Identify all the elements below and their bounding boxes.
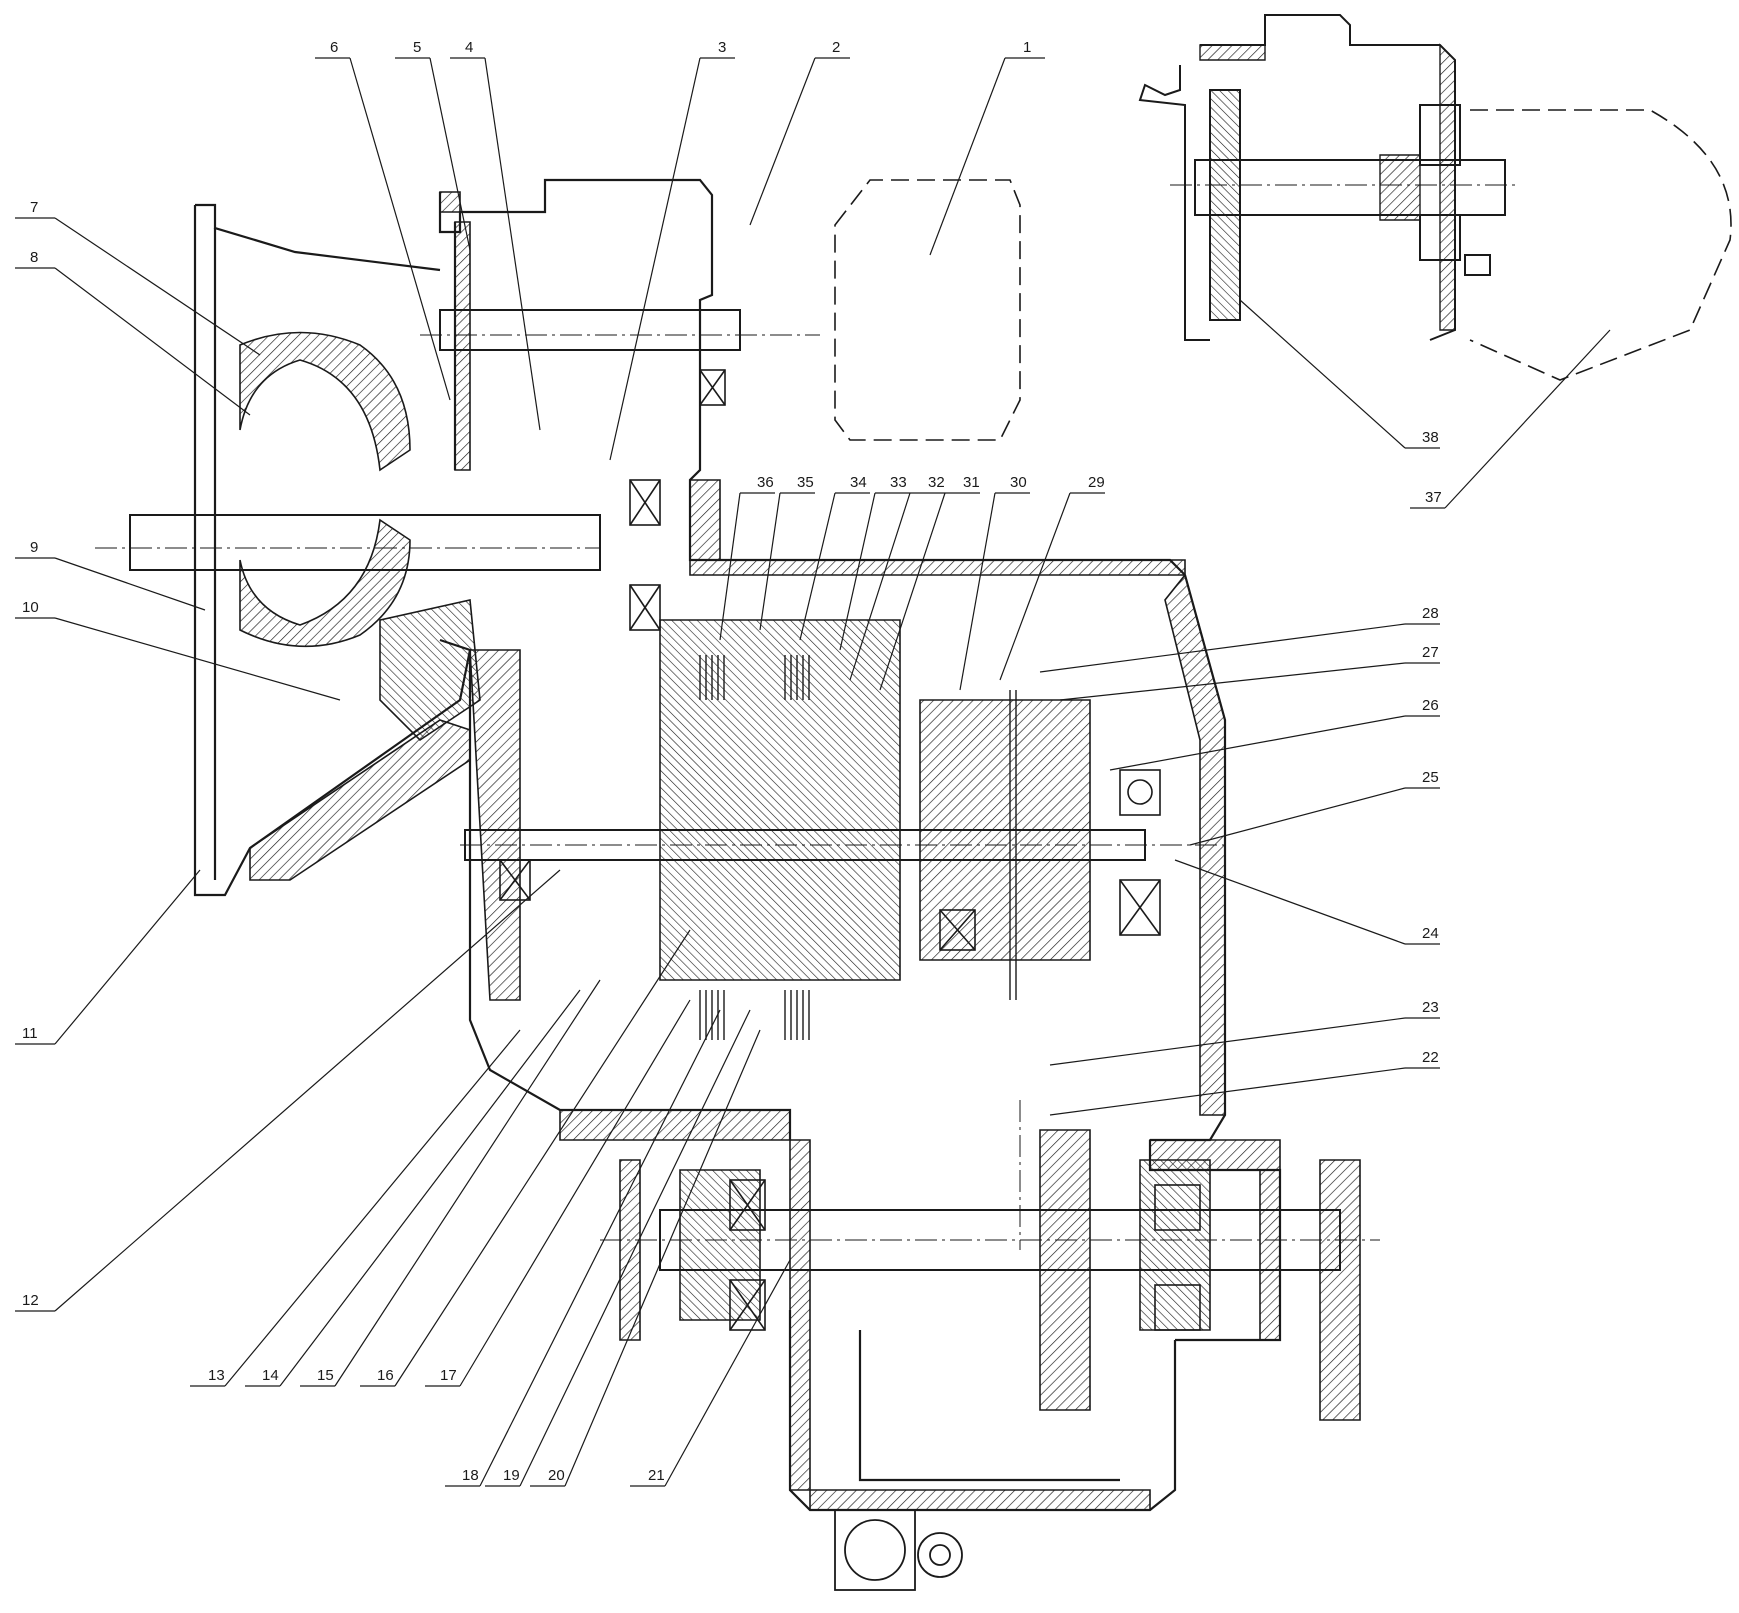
callout-leader-lines: [15, 57, 1611, 1487]
callout-label-2: 2: [832, 39, 840, 56]
callout-label-31: 31: [963, 474, 980, 491]
callout-leader-15: [334, 979, 601, 1387]
callout-label-24: 24: [1422, 925, 1439, 942]
drain-plug: [834, 1509, 963, 1591]
callout-leader-20: [564, 1029, 761, 1487]
callout-leader-24: [1174, 859, 1406, 945]
callout-leader-8: [54, 267, 251, 416]
callout-leader-27: [1059, 662, 1406, 701]
callout-label-34: 34: [850, 474, 867, 491]
callout-label-10: 10: [22, 599, 39, 616]
callout-leader-34: [799, 492, 836, 641]
callout-label-5: 5: [413, 39, 421, 56]
callout-leader-2: [749, 57, 816, 226]
callout-label-21: 21: [648, 1467, 665, 1484]
callout-label-35: 35: [797, 474, 814, 491]
callout-leader-6: [349, 57, 451, 401]
callout-label-19: 19: [503, 1467, 520, 1484]
inset-hatching: [1199, 43, 1456, 331]
hatched-sections: [239, 191, 1361, 1511]
callout-label-11: 11: [22, 1025, 38, 1042]
callout-label-33: 33: [890, 474, 907, 491]
callout-label-9: 9: [30, 539, 38, 556]
callout-leader-5: [429, 57, 471, 251]
callout-label-37: 37: [1425, 489, 1442, 506]
callout-leader-16: [394, 929, 691, 1387]
callout-label-16: 16: [377, 1367, 394, 1384]
callout-leader-31: [879, 492, 946, 691]
callout-label-3: 3: [718, 39, 726, 56]
callout-leader-28: [1039, 623, 1406, 673]
dashed-outlines: [834, 109, 1732, 441]
callout-leader-14: [279, 989, 581, 1387]
callout-leader-33: [839, 492, 876, 651]
callout-label-7: 7: [30, 199, 38, 216]
callout-label-38: 38: [1422, 429, 1439, 446]
callout-label-23: 23: [1422, 999, 1439, 1016]
callout-label-4: 4: [465, 39, 473, 56]
callout-label-27: 27: [1422, 644, 1439, 661]
callout-label-26: 26: [1422, 697, 1439, 714]
callout-leader-35: [759, 492, 781, 631]
callout-leader-22: [1049, 1067, 1406, 1116]
callout-label-28: 28: [1422, 605, 1439, 622]
callout-label-1: 1: [1023, 39, 1031, 56]
callout-label-17: 17: [440, 1367, 457, 1384]
callout-leader-32: [849, 492, 911, 681]
callout-label-20: 20: [548, 1467, 565, 1484]
callout-label-8: 8: [30, 249, 38, 266]
center-lines: [95, 184, 1520, 1250]
callout-leader-3: [609, 57, 701, 461]
callout-label-22: 22: [1422, 1049, 1439, 1066]
callout-leader-29: [999, 492, 1071, 681]
callout-label-29: 29: [1088, 474, 1105, 491]
callout-leader-37: [1444, 329, 1611, 509]
callout-leader-38: [1239, 299, 1406, 449]
callout-leader-1: [929, 57, 1006, 256]
callout-label-25: 25: [1422, 769, 1439, 786]
callout-label-15: 15: [317, 1367, 334, 1384]
callout-leader-23: [1049, 1017, 1406, 1066]
callout-leader-18: [479, 1009, 721, 1487]
callout-leader-25: [1189, 787, 1406, 846]
callout-label-36: 36: [757, 474, 774, 491]
callout-label-14: 14: [262, 1367, 279, 1384]
callout-leader-17: [459, 999, 691, 1387]
callout-leader-21: [664, 1259, 791, 1487]
callout-leader-36: [719, 492, 741, 641]
callout-leader-10: [54, 617, 341, 701]
callout-label-6: 6: [330, 39, 338, 56]
callout-leader-26: [1109, 715, 1406, 771]
callout-label-12: 12: [22, 1292, 39, 1309]
callout-label-32: 32: [928, 474, 945, 491]
callout-leader-12: [54, 869, 561, 1312]
callout-leader-4: [484, 57, 541, 431]
callout-label-30: 30: [1010, 474, 1027, 491]
callout-label-18: 18: [462, 1467, 479, 1484]
callout-leader-11: [54, 869, 201, 1045]
callout-leader-7: [54, 217, 261, 356]
bearings: [499, 369, 1201, 1331]
callout-leader-19: [519, 1009, 751, 1487]
callout-leader-13: [224, 1029, 521, 1387]
callout-leader-9: [54, 557, 206, 611]
callout-label-13: 13: [208, 1367, 225, 1384]
callout-leader-30: [959, 492, 996, 691]
clutch-discs: [699, 655, 1017, 1040]
